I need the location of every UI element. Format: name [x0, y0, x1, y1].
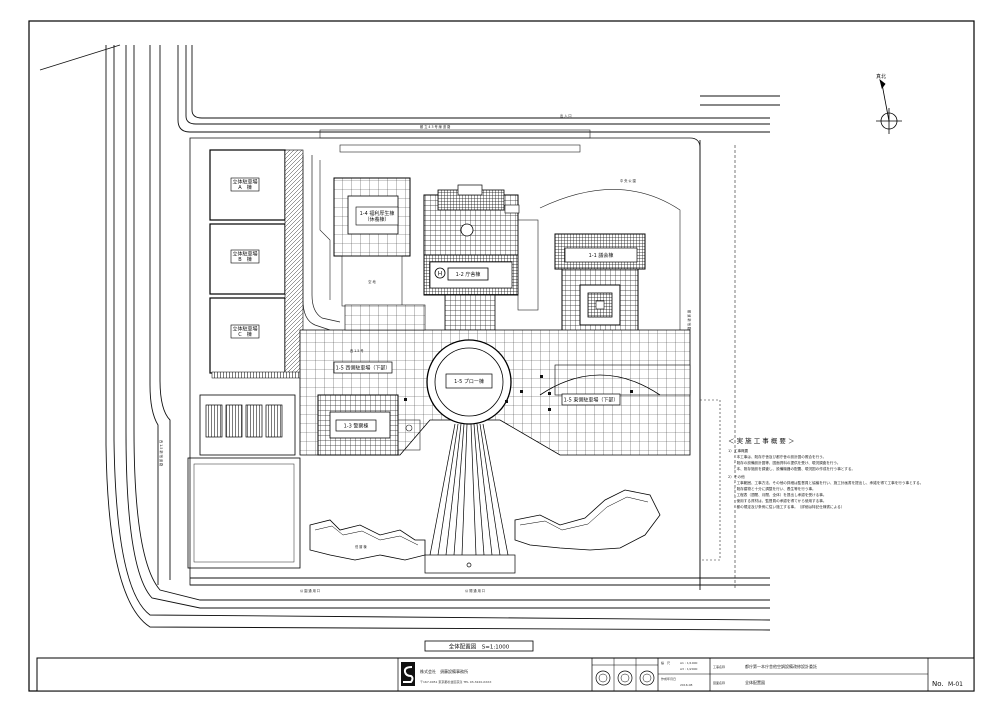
note-line-3: ・本、既存施設を調査し、設備機器の配置、現況図の作成を行う事とする。 — [733, 466, 855, 471]
floor-label: 1-5 プロー棟 — [454, 378, 484, 385]
main-building-label: 1-2 庁舎棟 — [456, 271, 481, 278]
top-road-label: 都 立 4 3 号 線 道 路 — [420, 124, 451, 129]
note-line-9: ・都の規定及び条例に従い施工する事。（詳細は特記仕様書による） — [733, 504, 844, 509]
note-line-4: 2）その他 — [728, 474, 745, 479]
welfare-building: 1-4 福利厚生棟 （休養棟） 空 地 — [333, 177, 411, 307]
scale-value: A1 : 1/1000 — [680, 661, 698, 665]
police-label: 1-3 警察棟 — [344, 423, 369, 430]
parking-east-label: 1-5 東側駐車場（下部） — [564, 397, 619, 404]
north-arrow-icon — [876, 78, 902, 134]
parking-entry-label: 西 1-5 号 — [350, 348, 364, 353]
drawing-name: 全体配置図 — [745, 679, 765, 685]
notes-title: ＜ 実 施 工 事 概 要 ＞ — [728, 436, 794, 445]
note-line-8: ・使用する資材は、監督員の承認を得てから使用する事。 — [733, 498, 826, 503]
bottom-left-label: 公 園 通 用 口 — [300, 588, 320, 593]
lower-buildings — [309, 489, 661, 561]
drawing-label: 図面名称 — [713, 680, 725, 685]
west-road-label: 西 1-5 新 宿 道 路 — [159, 440, 164, 467]
lower-building-label: 低 層 棟 — [355, 544, 367, 549]
assembly-building: 1-1 議会棟 — [539, 189, 681, 366]
stamp-2-icon — [617, 670, 633, 686]
stamp-3-icon — [639, 670, 655, 686]
bottom-right-label: 公 開 通 用 口 — [465, 588, 485, 593]
road-network — [39, 44, 780, 631]
parking-c-sub: C 棟 — [238, 331, 252, 338]
welfare-title: 1-4 福利厚生棟 — [360, 210, 395, 217]
site-boundary — [189, 137, 701, 586]
right-road-label: 都 道 新 宿 路 — [687, 310, 692, 331]
welfare-sub: （休養棟） — [364, 216, 389, 223]
company-name: 株式会社 須藤設備事務所 — [420, 668, 468, 674]
date-value: 2016.08 — [680, 683, 692, 687]
title-block: 株式会社 須藤設備事務所 〒167-0051 東京都杉並区荻窪 TEL 03-3… — [36, 657, 975, 692]
parking-a-sub: A 棟 — [238, 184, 251, 191]
scale-label: 縮 尺 — [661, 660, 670, 665]
parking-c-label-box — [230, 324, 260, 339]
right-entry-label: 出 入 口 — [560, 113, 572, 118]
southwest-block — [187, 394, 301, 569]
parking-b-title: 立体駐車場 — [232, 251, 257, 258]
east-park-label: 中 央 公 園 — [620, 178, 636, 183]
parking-b-sub: B 棟 — [238, 256, 251, 263]
stamp-1-icon — [595, 670, 611, 686]
note-line-1: ・本工事は、既存庁舎及び都庁舎の設計図の照合を行う。 — [733, 454, 826, 459]
parking-garages: 立体駐車場 A 棟 立体駐車場 B 棟 立体駐車場 C 棟 — [209, 149, 308, 379]
drawing-no: M-01 — [948, 681, 963, 688]
assembly-label: 1-1 議会棟 — [589, 252, 614, 259]
parking-a-title: 立体駐車場 — [232, 179, 257, 186]
date-label: 作成年月日 — [661, 676, 676, 681]
open-space-label: 空 地 — [368, 279, 376, 284]
parking-west-label: 1-5 西側駐車場（下部） — [336, 365, 391, 372]
parking-b-label-box — [230, 249, 260, 264]
svg-text:H: H — [438, 271, 443, 278]
note-line-0: 1）工事概要 — [728, 448, 749, 453]
note-line-5: ・工事範囲、工事方法、その他の詳細は監督員と協議を行い、施工計画書を提出し、承諾… — [733, 480, 923, 485]
north-label: 真北 — [876, 73, 886, 80]
drawing-no-label: No. — [932, 680, 944, 688]
note-line-7: ・工程表（週間、月間、全体）を提出し承認を受ける事。 — [733, 492, 826, 497]
floor-rotunda: 1-5 プロー棟 — [426, 339, 512, 425]
central-avenue — [424, 423, 516, 574]
drawing-caption: 全体配置図 S=1:1000 — [449, 643, 510, 651]
construction-notes: ＜ 実 施 工 事 概 要 ＞ 1）工事概要 ・本工事は、既存庁舎及び都庁舎の設… — [728, 436, 923, 509]
scale-value-2: A3 : 1/2000 — [680, 667, 698, 671]
project-name: 都庁第一本庁舎他空調設備改修設計委託 — [745, 663, 817, 669]
company-address: 〒167-0051 東京都杉並区荻窪 TEL 03-3220-XXXX — [420, 679, 491, 684]
note-line-6: ・既存建物と十分に調整を行い、養生等を行う事。 — [733, 486, 816, 491]
project-label: 工事名称 — [713, 664, 725, 669]
police-building: 1-3 警察棟 — [317, 394, 421, 456]
parking-a-label-box — [230, 177, 260, 192]
parking-c-title: 立体駐車場 — [232, 326, 257, 333]
drawing-caption-box — [424, 640, 534, 652]
main-office-building: H 1-2 庁舎棟 — [423, 184, 539, 331]
note-line-2: ・既存の設備設計図等、図面資料の提供を受け、現況調査を行う。 — [733, 460, 840, 465]
